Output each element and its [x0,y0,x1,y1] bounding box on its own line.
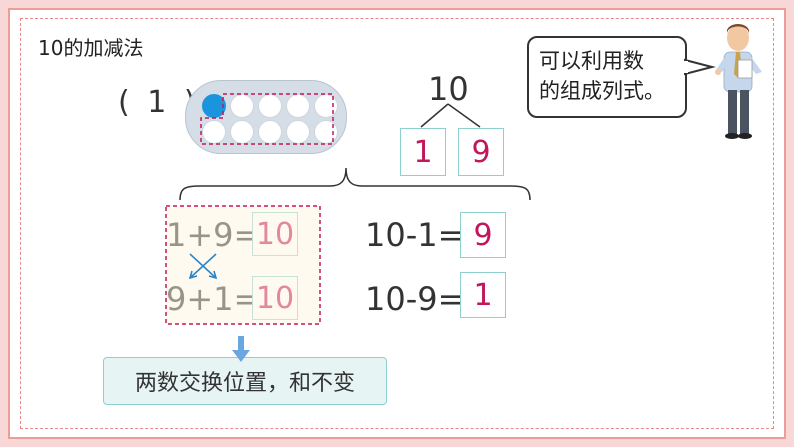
down-arrow-icon [232,336,250,362]
ten-frame-tray [185,80,347,154]
split-line-left [420,103,449,128]
counter-white [314,120,338,144]
split-left-box: 1 [400,128,446,176]
counter-white [202,120,226,144]
counter-blue [202,94,226,118]
answer-box: 1 [460,272,506,318]
split-line-right [447,103,481,128]
counter-white [258,120,282,144]
slide-inner-frame [20,18,774,429]
split-right-box: 9 [458,128,504,176]
counter-white [286,94,310,118]
answer-value: 1 [473,277,493,313]
split-left-value: 1 [413,134,433,170]
counter-white [286,120,310,144]
teacher-figure [715,24,762,139]
bubble-line-2: 的组成列式。 [539,79,665,103]
bubble-line-1: 可以利用数 [539,49,644,73]
counter-white [230,94,254,118]
split-total: 10 [428,70,469,108]
equation-expr: 10-1= [365,216,465,254]
answer-box: 9 [460,212,506,258]
equation-expr: 10-9= [365,280,465,318]
page-title: 10的加减法 [38,36,144,60]
lesson-label: ( 1 ) [118,85,200,120]
swap-cross-arrows-icon [188,253,218,280]
counter-white [230,120,254,144]
speech-bubble: 可以利用数 的组成列式。 [527,36,687,118]
counter-white [314,94,338,118]
addition-pair-dashed-box [165,205,321,325]
rule-note: 两数交换位置，和不变 [103,357,387,405]
speech-bubble-tail [684,58,716,76]
group-dashed-outline [200,93,334,145]
split-right-value: 9 [471,134,491,170]
curly-brace [179,167,531,201]
counter-white [258,94,282,118]
answer-value: 9 [473,217,493,253]
